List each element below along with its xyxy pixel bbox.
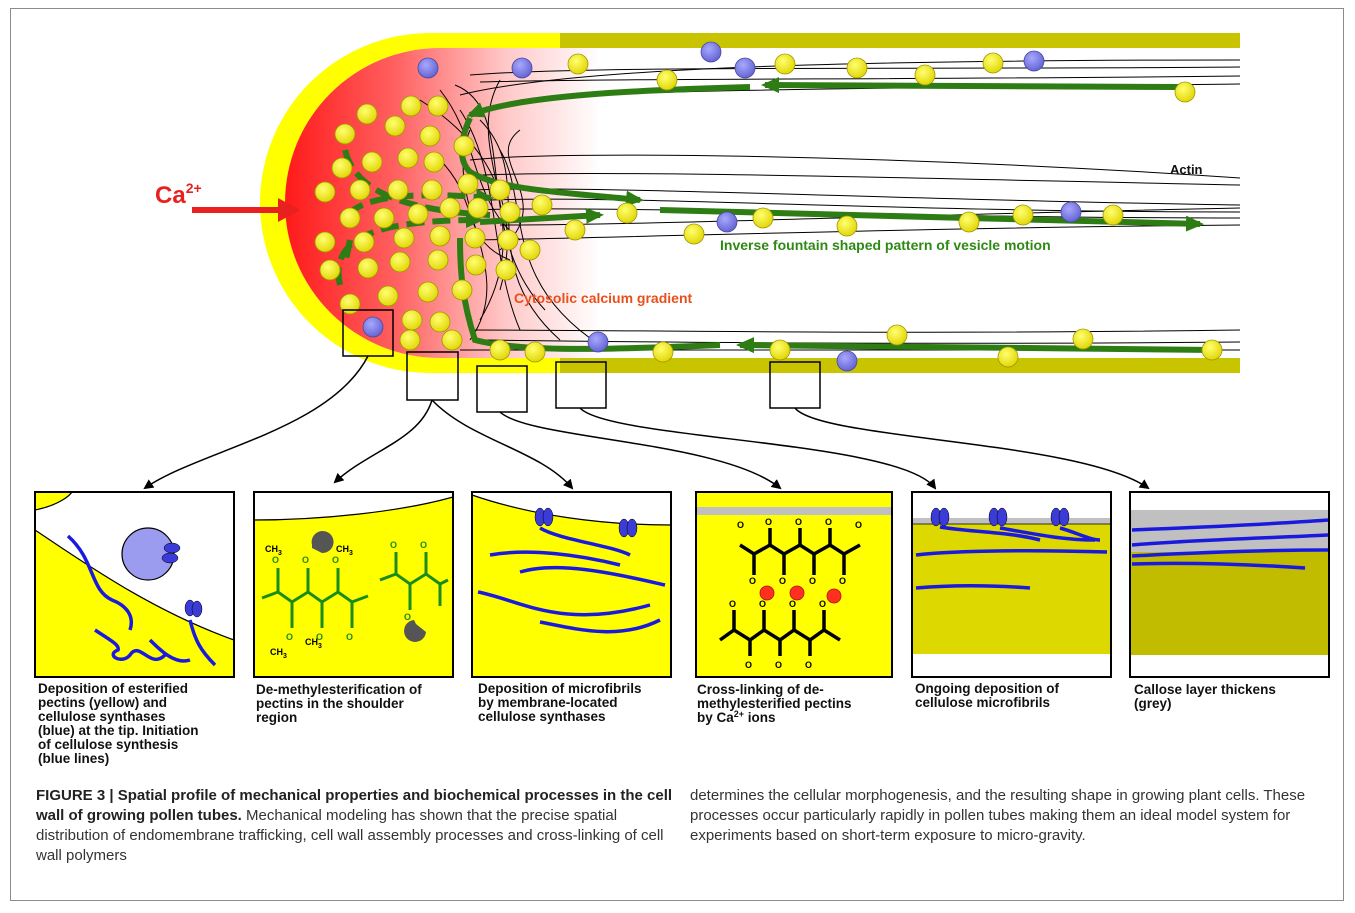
svg-text:O: O	[272, 555, 279, 565]
svg-text:O: O	[390, 540, 397, 550]
figure-caption-left: FIGURE 3 | Spatial profile of mechanical…	[36, 786, 676, 866]
panel-2-caption: De-methylesterification of pectins in th…	[256, 682, 426, 725]
calcium-ion-label: Ca2+	[155, 180, 202, 209]
vesicle-flow-label: Inverse fountain shaped pattern of vesic…	[720, 237, 1051, 253]
svg-text:O: O	[737, 520, 744, 530]
panel-3-caption: Deposition of microfibrils by membrane-l…	[478, 681, 645, 724]
sampling-boxes	[342, 309, 821, 413]
svg-text:O: O	[346, 632, 353, 642]
panel-callose-thickening	[1129, 491, 1330, 678]
svg-text:O: O	[420, 540, 427, 550]
svg-text:O: O	[749, 576, 756, 586]
panel-4-caption-last-line: by Ca2+ ions	[697, 709, 776, 725]
panel-1-caption: Deposition of esterified pectins (yellow…	[38, 681, 202, 766]
calcium-gradient-label: Cytosolic calcium gradient	[514, 290, 692, 306]
svg-text:O: O	[839, 576, 846, 586]
panel-calcium-crosslinking: O O O O O O O O O O O O O O O O	[695, 491, 893, 678]
figure-caption-right: determines the cellular morphogenesis, a…	[690, 786, 1330, 846]
figure-caption-body-right: determines the cellular morphogenesis, a…	[690, 787, 1306, 844]
svg-text:CH3: CH3	[270, 647, 287, 660]
svg-text:O: O	[286, 632, 293, 642]
svg-text:O: O	[809, 576, 816, 586]
connector-arrows	[143, 355, 1150, 490]
wall-inner-band-bottom	[560, 358, 1240, 373]
svg-text:O: O	[765, 517, 772, 527]
figure-frame	[10, 8, 1344, 901]
figure-label: FIGURE 3 | Spatial profile of mechanical…	[36, 787, 673, 824]
svg-text:O: O	[404, 612, 411, 622]
actin-label: Actin	[1170, 162, 1203, 177]
panel-shoulder-demethylation: O O O O O O O O O CH3 CH3 CH3 CH3	[253, 491, 454, 678]
svg-text:O: O	[759, 599, 766, 609]
panel-tip-deposition	[34, 491, 235, 678]
svg-text:O: O	[779, 576, 786, 586]
svg-text:O: O	[805, 660, 812, 670]
svg-text:O: O	[819, 599, 826, 609]
svg-text:O: O	[789, 599, 796, 609]
figure-caption-body-left: Mechanical modeling has shown that the p…	[36, 807, 664, 864]
vesicles	[314, 41, 1223, 372]
wall-inner-band-top	[560, 33, 1240, 48]
svg-text:O: O	[855, 520, 862, 530]
calcium-influx-arrow	[192, 198, 300, 222]
svg-text:CH3: CH3	[336, 544, 353, 557]
svg-text:CH3: CH3	[305, 637, 322, 650]
panel-4-caption: Cross-linking of de- methylesterified pe…	[697, 682, 852, 711]
panel-5-caption: Ongoing deposition of cellulose microfib…	[915, 681, 1063, 710]
svg-text:O: O	[332, 555, 339, 565]
svg-text:CH3: CH3	[265, 544, 282, 557]
panel-microfibril-deposition	[471, 491, 672, 678]
svg-text:O: O	[316, 632, 323, 642]
svg-text:O: O	[302, 555, 309, 565]
panel-ongoing-deposition	[911, 491, 1112, 678]
panel-6-caption: Callose layer thickens (grey)	[1134, 682, 1280, 711]
svg-text:O: O	[795, 517, 802, 527]
cell-wall	[260, 33, 1240, 373]
svg-text:O: O	[745, 660, 752, 670]
svg-text:O: O	[729, 599, 736, 609]
svg-text:O: O	[775, 660, 782, 670]
panel-captions: Deposition of esterified pectins (yellow…	[38, 681, 1280, 766]
svg-text:O: O	[825, 517, 832, 527]
